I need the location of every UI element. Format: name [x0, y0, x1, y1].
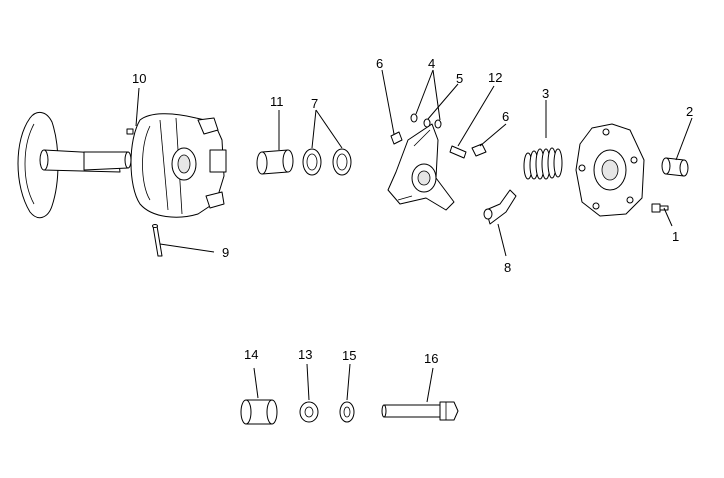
part-13-washer: [299, 401, 319, 423]
callout-7: 7: [311, 96, 318, 111]
part-4-5-rollers: [410, 113, 442, 129]
callout-15: 15: [342, 348, 356, 363]
part-2-bushing: [661, 157, 689, 177]
part-14-spacer: [240, 399, 278, 425]
part-1-bolt: [651, 203, 669, 213]
callout-labels: 1 2 3 4 5 6 6 7 8 9 10 11 12 13 14 15 16: [132, 56, 693, 366]
part-11-bushing: [256, 149, 294, 175]
part-6-button-right: [471, 143, 487, 157]
part-7-seals: [302, 148, 352, 176]
leader-lines: [135, 69, 693, 403]
callout-6-right: 6: [502, 109, 509, 124]
part-12-pin: [449, 145, 467, 159]
part-10-set-screw: [126, 128, 134, 135]
callout-8: 8: [504, 260, 511, 275]
callout-16: 16: [424, 351, 438, 366]
callout-9: 9: [222, 245, 229, 260]
callout-3: 3: [542, 86, 549, 101]
movable-sheave: [130, 113, 227, 218]
callout-4: 4: [428, 56, 435, 71]
callout-11: 11: [270, 94, 284, 109]
part-9-pin: [152, 224, 163, 257]
callout-1: 1: [672, 229, 679, 244]
callout-6-left: 6: [376, 56, 383, 71]
callout-10: 10: [132, 71, 146, 86]
callout-14: 14: [244, 347, 258, 362]
callout-13: 13: [298, 347, 312, 362]
part-3-spring: [523, 147, 563, 180]
part-6-button-left: [390, 131, 403, 145]
cover: [575, 123, 645, 217]
callout-12: 12: [488, 70, 502, 85]
part-8-flyweight: [483, 189, 517, 225]
spider: [387, 123, 455, 211]
part-15-washer: [339, 401, 355, 423]
callout-5: 5: [456, 71, 463, 86]
fixed-sheave-with-shaft: [17, 112, 132, 219]
part-16-bolt: [381, 401, 459, 421]
callout-2: 2: [686, 104, 693, 119]
